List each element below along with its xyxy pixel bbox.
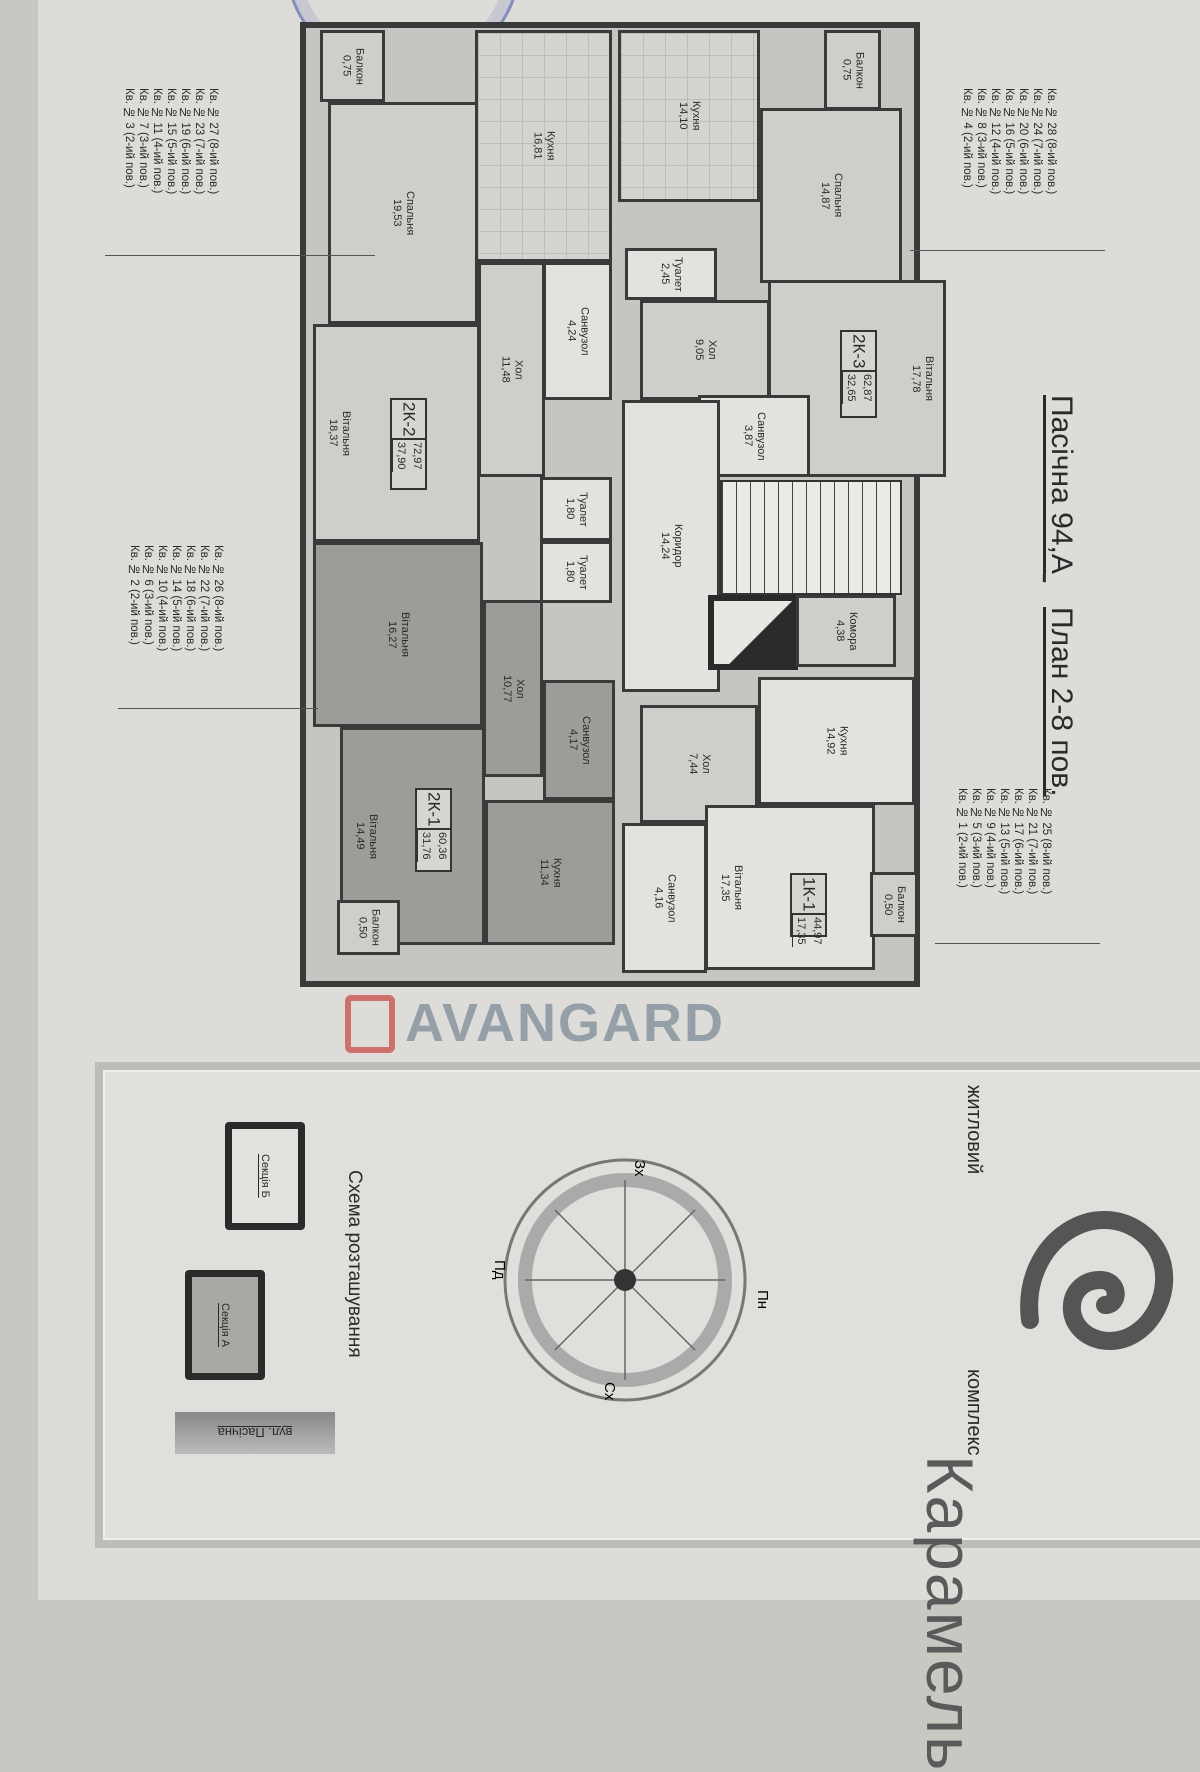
- watermark: AVANGARD: [405, 993, 725, 1053]
- site-scheme-title: Схема розташування: [344, 1170, 365, 1358]
- apartment-legend-right-bottom: Кв. № 1 (2-ий пов.)Кв. № 5 (3-ий пов.)Кв…: [956, 788, 1052, 895]
- leader-line: [105, 255, 375, 256]
- apartment-legend-left-top: Кв. № 3 (2-ий пов.)Кв. № 7 (3-ий пов.)Кв…: [123, 88, 219, 195]
- staircase: [720, 480, 902, 595]
- compass-rose: Зх Пн Сх Пд: [491, 1158, 771, 1402]
- leader-line: [118, 708, 318, 709]
- compass-east: Сх: [601, 1382, 618, 1401]
- compass-south: Пд: [491, 1260, 508, 1280]
- leader-line: [910, 250, 1105, 251]
- elevator-shaft: [708, 595, 798, 670]
- street-title: Пасічна 94,А: [1045, 395, 1078, 574]
- brand-name: Карамель: [913, 1455, 987, 1772]
- plan-title-block: Пасічна 94,А План 2-8 пов.: [1035, 395, 1087, 797]
- watermark-logo-icon: [345, 995, 395, 1053]
- apartment-legend-right-top: Кв. № 4 (2-ий пов.)Кв. № 8 (3-ий пов.)Кв…: [961, 88, 1057, 195]
- brand-swirl-logo-icon: [1020, 1211, 1174, 1350]
- compass-north: Пн: [754, 1290, 771, 1309]
- street-label: вул. Пасічна: [175, 1412, 335, 1454]
- plan-title: План 2-8 пов.: [1045, 607, 1078, 797]
- apartment-legend-left-bottom: Кв. № 2 (2-ий пов.)Кв. № 6 (3-ий пов.)Кв…: [128, 545, 224, 652]
- section-a-outline: Секція А: [185, 1270, 265, 1380]
- leader-line: [935, 943, 1100, 944]
- compass-west: Зх: [631, 1160, 648, 1177]
- section-b-outline: Секція Б: [225, 1122, 305, 1230]
